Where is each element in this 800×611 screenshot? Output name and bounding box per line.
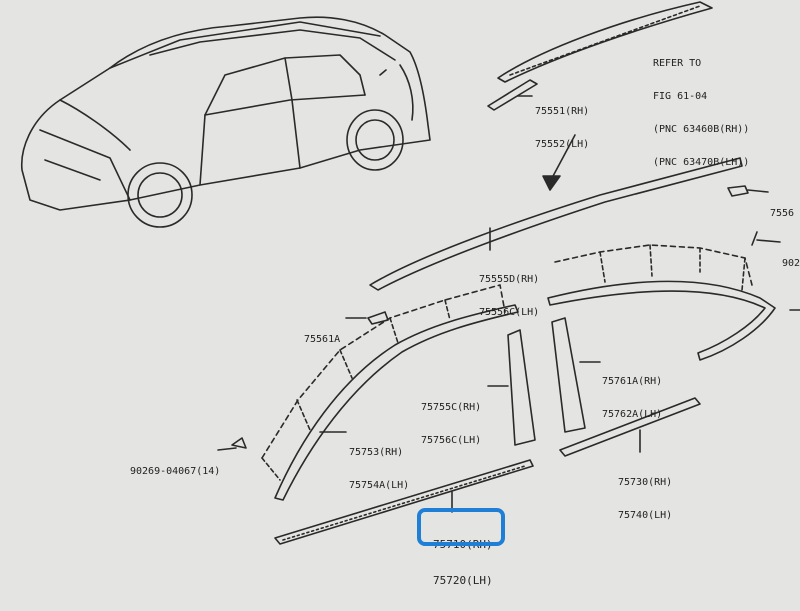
refer-line-4: (PNC 63470B(LH)) <box>653 157 750 168</box>
arrow-line <box>551 134 576 179</box>
door-frame-moulding-front <box>274 304 519 501</box>
pillar-75755c <box>507 329 536 446</box>
label-75755c: 75755C(RH) 75756C(LH) <box>421 402 482 446</box>
label-75730: 75730(RH) 75740(LH) <box>618 477 673 521</box>
roof-rail <box>497 1 713 83</box>
roof-drip-moulding <box>369 157 743 291</box>
label-75551: 75551(RH) 75552(LH) <box>535 106 590 150</box>
moulding-75551 <box>487 79 538 111</box>
label-75753: 75753(RH) 75754A(LH) <box>349 447 410 491</box>
car-illustration <box>20 16 431 228</box>
label-90269-04067: 90269-04067(14) <box>130 466 221 477</box>
refer-line-1: REFER TO <box>653 58 702 69</box>
highlight-box <box>417 508 505 546</box>
diagram-drawing <box>20 1 800 545</box>
refer-line-2: FIG 61-04 <box>653 91 708 102</box>
clip-90269 <box>231 437 247 449</box>
label-75561: 7556 <box>770 208 795 219</box>
label-75555d: 75555D(RH) 75556C(LH) <box>479 274 540 318</box>
belt-moulding-rear <box>559 397 701 457</box>
clip-75561a <box>367 311 389 325</box>
refer-note: REFER TO FIG 61-04 (PNC 63460B(RH)) (PNC… <box>653 36 749 190</box>
pillar-75761a <box>551 317 586 433</box>
label-90269-right: 902 <box>782 258 800 269</box>
label-75561a: 75561A <box>304 334 341 345</box>
door-frame-moulding-rear <box>547 280 776 361</box>
parts-diagram: REFER TO FIG 61-04 (PNC 63460B(RH)) (PNC… <box>20 1 800 587</box>
clip-75561 <box>727 185 749 197</box>
label-75761a: 75761A(RH) 75762A(LH) <box>602 376 663 420</box>
belt-moulding-front <box>274 459 534 545</box>
refer-line-3: (PNC 63460B(RH)) <box>653 124 750 135</box>
